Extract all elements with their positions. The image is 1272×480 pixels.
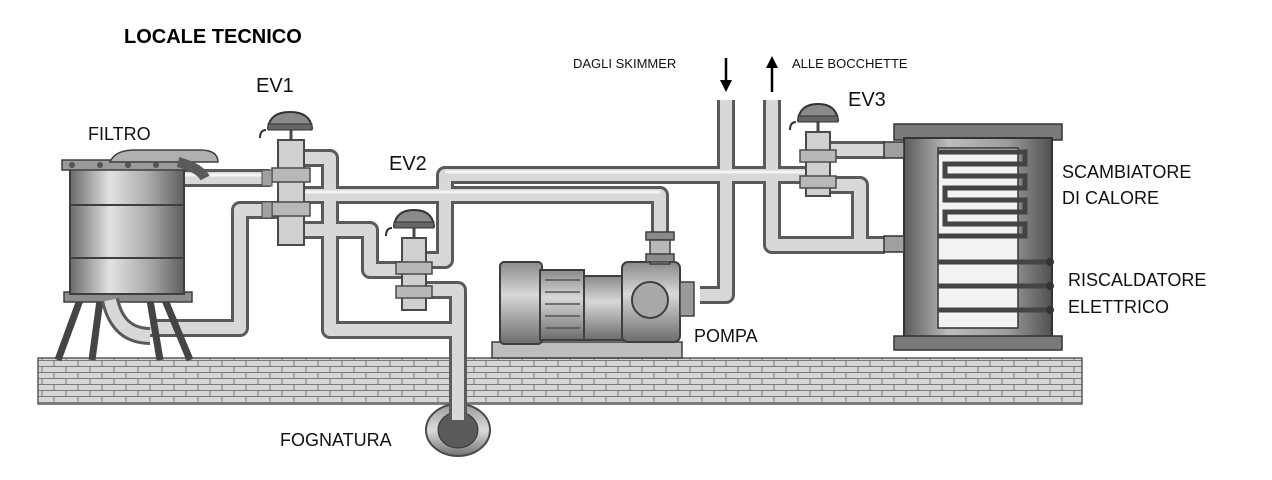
arrow-down-icon xyxy=(720,58,732,92)
label-alle-bocchette: ALLE BOCCHETTE xyxy=(792,56,908,71)
brick-floor xyxy=(38,358,1082,404)
label-filtro: FILTRO xyxy=(88,124,151,144)
label-fognatura: FOGNATURA xyxy=(280,430,392,450)
label-scambiatore-line1: SCAMBIATORE xyxy=(1062,162,1191,182)
label-ev2: EV2 xyxy=(389,153,427,175)
arrow-up-icon xyxy=(766,56,778,92)
valve-ev1 xyxy=(260,112,312,245)
label-scambiatore-line2: DI CALORE xyxy=(1062,188,1159,208)
label-riscaldatore-line2: ELETTRICO xyxy=(1068,297,1169,317)
label-riscaldatore-line1: RISCALDATORE xyxy=(1068,270,1206,290)
pump xyxy=(492,232,694,358)
label-dagli-skimmer: DAGLI SKIMMER xyxy=(573,56,676,71)
label-pompa: POMPA xyxy=(694,326,758,346)
page-title: LOCALE TECNICO xyxy=(124,26,302,48)
label-ev1: EV1 xyxy=(256,75,294,97)
label-ev3: EV3 xyxy=(848,89,886,111)
heat-exchanger xyxy=(884,124,1062,350)
valve-ev2 xyxy=(386,210,434,310)
